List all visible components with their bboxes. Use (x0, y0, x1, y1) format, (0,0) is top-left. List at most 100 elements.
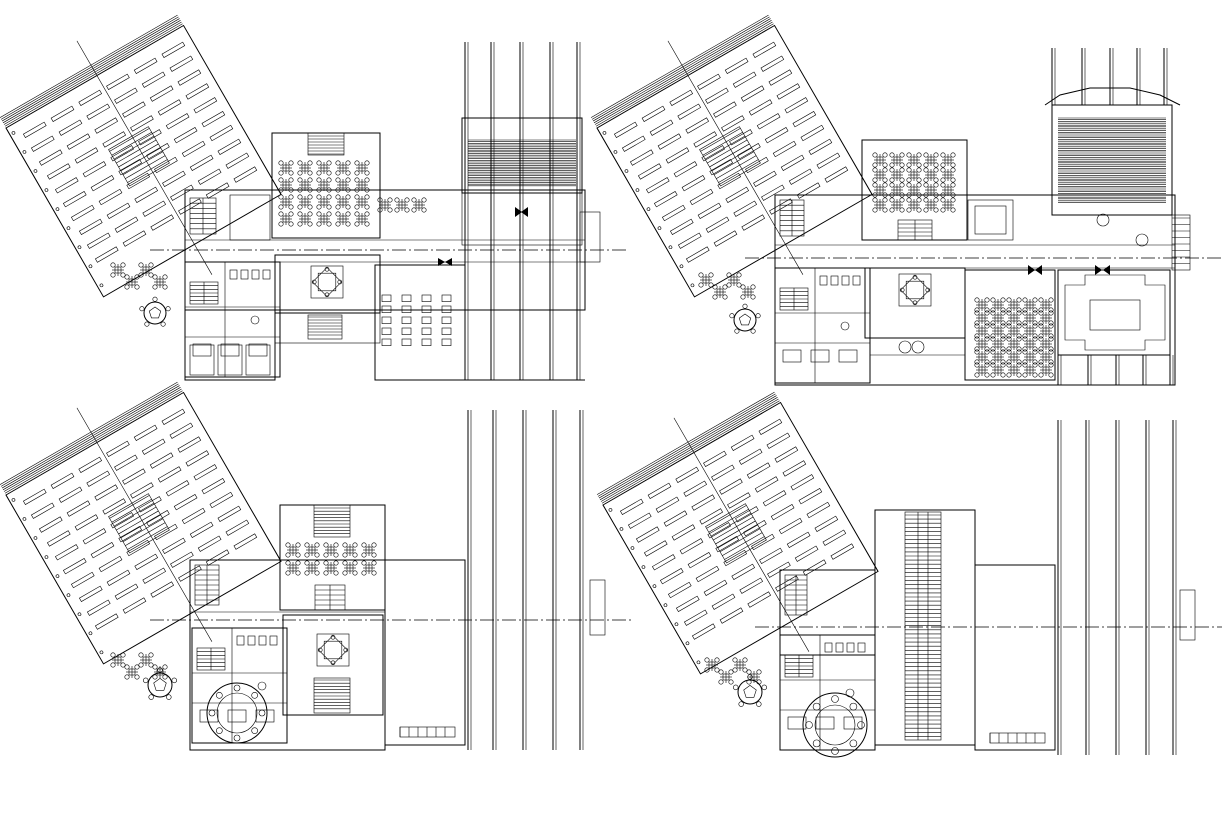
stair (196, 647, 226, 671)
chair-cluster (285, 560, 301, 576)
chair-cluster (974, 349, 990, 365)
chair-cluster (923, 182, 939, 198)
structural-bays (464, 42, 581, 380)
chair-cluster (1006, 362, 1022, 378)
chair-cluster (923, 167, 939, 183)
chair-cluster (906, 167, 922, 183)
chair-cluster (990, 349, 1006, 365)
stair (314, 584, 346, 611)
chair-cluster (906, 182, 922, 198)
library-wing (0, 381, 282, 665)
chair-cluster (906, 152, 922, 168)
chair-cluster (1006, 297, 1022, 313)
chair-cluster (304, 542, 320, 558)
structural-bays (467, 410, 584, 750)
chair-cluster (138, 652, 154, 668)
chair-cluster (354, 211, 370, 227)
chair-cluster (354, 177, 370, 193)
chair-cluster (1038, 310, 1054, 326)
chair-cluster (342, 542, 358, 558)
chair-cluster (698, 272, 714, 288)
chair-cluster (974, 310, 990, 326)
chair-cluster (704, 657, 720, 673)
chair-cluster (940, 167, 956, 183)
chair-cluster (1006, 349, 1022, 365)
chair-cluster (297, 211, 313, 227)
chair-cluster (990, 323, 1006, 339)
chair-cluster (285, 542, 301, 558)
chair-cluster (940, 152, 956, 168)
chair-cluster (940, 197, 956, 213)
chair-cluster (323, 560, 339, 576)
chair-cluster (1022, 310, 1038, 326)
chair-cluster (718, 669, 734, 685)
chair-cluster (732, 657, 748, 673)
chair-cluster (974, 297, 990, 313)
chair-cluster (974, 362, 990, 378)
chair-cluster (889, 182, 905, 198)
chair-cluster (1022, 336, 1038, 352)
chair-cluster (278, 211, 294, 227)
chair-cluster (394, 197, 410, 213)
service-block (184, 261, 281, 378)
chair-cluster (335, 211, 351, 227)
chair-cluster (152, 664, 168, 680)
chair-cluster (726, 272, 742, 288)
chair-cluster (923, 152, 939, 168)
chair-cluster (342, 560, 358, 576)
stair (194, 564, 220, 606)
chair-cluster (990, 362, 1006, 378)
chair-cluster (1006, 336, 1022, 352)
chair-cluster (124, 664, 140, 680)
chair-cluster (923, 197, 939, 213)
chair-cluster (361, 542, 377, 558)
chair-cluster (1022, 297, 1038, 313)
chair-cluster (297, 194, 313, 210)
chair-cluster (124, 274, 140, 290)
library-wing (596, 391, 879, 675)
chair-cluster (316, 160, 332, 176)
chair-cluster (316, 194, 332, 210)
auditorium-seating (468, 139, 576, 187)
chair-cluster (278, 160, 294, 176)
chair-cluster (110, 262, 126, 278)
stair (784, 574, 808, 616)
chair-cluster (1038, 362, 1054, 378)
library-wing (0, 14, 282, 298)
chair-cluster (377, 197, 393, 213)
round-table (733, 674, 767, 707)
stair (897, 219, 933, 241)
chair-cluster (889, 152, 905, 168)
chair-cluster (974, 336, 990, 352)
chair-cluster (990, 297, 1006, 313)
chair-cluster (889, 197, 905, 213)
chair-cluster (872, 152, 888, 168)
library-wing (590, 14, 873, 298)
chair-cluster (1022, 323, 1038, 339)
stair (784, 654, 814, 678)
plan-1-classrooms-and-auditorium (0, 14, 628, 381)
service-block (191, 627, 288, 744)
chair-cluster (712, 284, 728, 300)
chair-cluster (990, 310, 1006, 326)
chair-cluster (335, 194, 351, 210)
service-block (779, 634, 876, 751)
chair-cluster (316, 211, 332, 227)
round-table (139, 296, 171, 327)
chair-cluster (889, 167, 905, 183)
chair-cluster (1006, 310, 1022, 326)
chair-cluster (746, 669, 762, 685)
plan-2-dining-and-courtyard (590, 14, 1222, 386)
chair-cluster (906, 197, 922, 213)
stair (779, 287, 809, 311)
chair-cluster (297, 177, 313, 193)
chair-cluster (278, 194, 294, 210)
atrium-motif (316, 633, 350, 667)
chair-cluster (1038, 323, 1054, 339)
atrium-motif (898, 273, 932, 307)
chair-cluster (1038, 336, 1054, 352)
round-table (729, 303, 761, 334)
chair-cluster (361, 560, 377, 576)
chair-cluster (1038, 349, 1054, 365)
